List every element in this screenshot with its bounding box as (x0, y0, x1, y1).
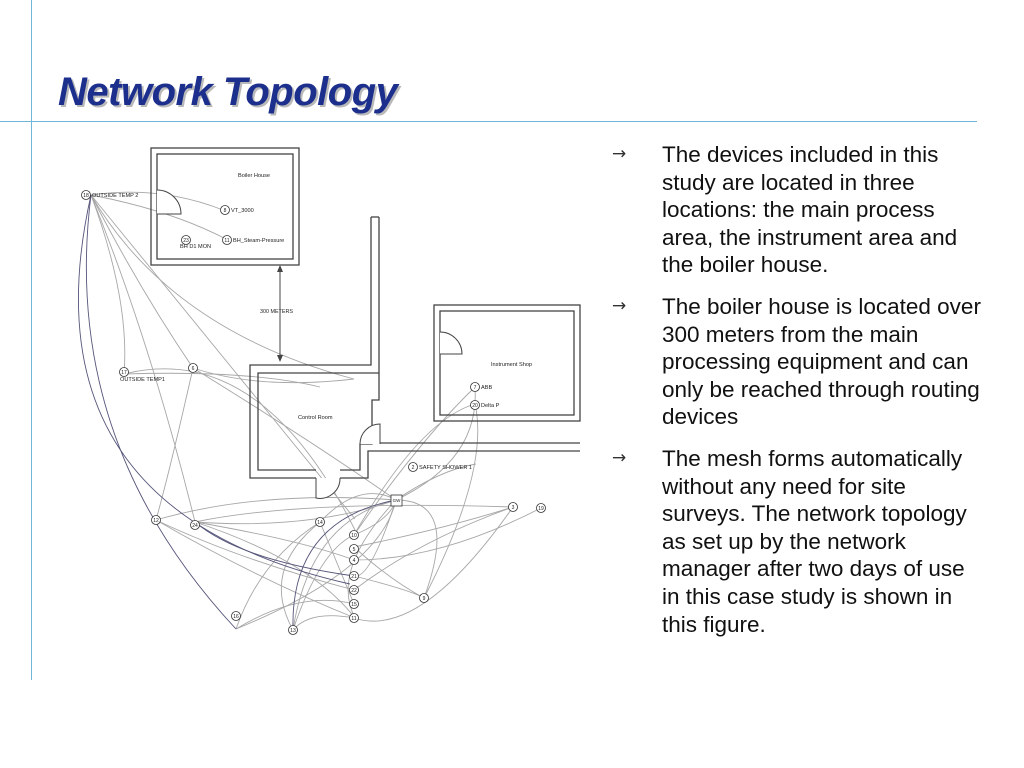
svg-text:6: 6 (192, 366, 195, 372)
boiler-house-door (156, 189, 182, 215)
node-18: 18 OUTSIDE TEMP 2 (81, 190, 138, 200)
svg-text:24: 24 (192, 523, 198, 529)
node-21: 21 (349, 571, 359, 581)
svg-text:11: 11 (351, 616, 356, 622)
node-13: 13 (288, 625, 298, 635)
svg-text:10: 10 (351, 533, 357, 539)
horizontal-rule (0, 121, 977, 122)
svg-text:VT_3000: VT_3000 (231, 208, 254, 214)
svg-text:SAFETY SHOWER 1: SAFETY SHOWER 1 (419, 465, 472, 471)
node-4: 4 (349, 555, 359, 565)
svg-text:20: 20 (472, 403, 478, 409)
bullet-item: → The devices included in this study are… (612, 141, 987, 279)
node-23: 23 BH D1 MON (180, 235, 211, 250)
bullet-text: The mesh forms automatically without any… (662, 445, 967, 637)
node-5: 5 (349, 544, 359, 554)
svg-text:17: 17 (121, 370, 127, 376)
svg-text:21: 21 (351, 574, 357, 580)
bullet-item: → The boiler house is located over 300 m… (612, 293, 987, 431)
svg-text:ABB: ABB (481, 385, 492, 391)
svg-text:7: 7 (474, 385, 477, 391)
svg-text:23: 23 (183, 238, 189, 244)
gateway-node: GW (390, 494, 403, 507)
vertical-rule (31, 0, 32, 680)
instrument-shop-label: Instrument Shop (491, 362, 532, 368)
svg-text:3: 3 (512, 505, 515, 511)
node-22: 22 (349, 585, 359, 595)
node-20: 20 Delta P (470, 400, 500, 410)
svg-text:12: 12 (153, 518, 159, 524)
svg-text:15: 15 (351, 602, 357, 608)
node-17: 17 OUTSIDE TEMP1 (119, 367, 165, 383)
bullet-list: → The devices included in this study are… (612, 141, 987, 652)
svg-text:OUTSIDE TEMP 2: OUTSIDE TEMP 2 (92, 193, 138, 199)
control-room-label: Control Room (298, 415, 333, 421)
node-15: 15 (349, 599, 359, 609)
bullet-text: The devices included in this study are l… (662, 142, 958, 278)
svg-text:18: 18 (83, 193, 89, 199)
svg-text:2: 2 (412, 465, 415, 471)
node-7: 7 ABB (470, 382, 492, 392)
node-19: 19 (536, 503, 546, 513)
slide-title: Network Topology (58, 70, 398, 114)
svg-text:GW: GW (393, 498, 402, 503)
svg-text:9: 9 (423, 596, 426, 602)
bullet-text: The boiler house is located over 300 met… (662, 293, 981, 430)
node-8: 8 VT_3000 (220, 205, 254, 215)
svg-text:19: 19 (538, 506, 544, 512)
node-11: 11 BH_Steam-Pressure (222, 235, 284, 245)
node-12: 12 (151, 515, 161, 525)
distance-label: 300 METERS (260, 309, 293, 315)
node-9: 9 (419, 593, 429, 603)
svg-text:14: 14 (317, 520, 323, 526)
node-16: 16 (231, 611, 241, 621)
svg-text:BH_Steam-Pressure: BH_Steam-Pressure (233, 238, 284, 244)
node-10: 10 (349, 530, 359, 540)
node-6: 6 (188, 363, 198, 373)
svg-text:4: 4 (353, 558, 356, 564)
svg-text:5: 5 (353, 547, 356, 553)
long-range-links (78, 194, 397, 631)
right-arrow-icon: → (612, 447, 627, 468)
node-3: 3 (508, 502, 518, 512)
mesh-links (90, 191, 542, 631)
node-2: 2 SAFETY SHOWER 1 (408, 462, 472, 472)
svg-text:16: 16 (233, 614, 239, 620)
node-14: 14 (315, 517, 325, 527)
right-arrow-icon: → (612, 295, 627, 316)
right-arrow-icon: → (612, 144, 627, 164)
node-11b: 11 (349, 613, 359, 623)
svg-text:BH D1 MON: BH D1 MON (180, 244, 211, 250)
boiler-house-label: Boiler House (238, 173, 270, 179)
svg-text:13: 13 (290, 628, 296, 634)
svg-text:Delta P: Delta P (481, 403, 500, 409)
node-24: 24 (190, 520, 200, 530)
svg-text:11: 11 (224, 238, 229, 244)
svg-text:OUTSIDE TEMP1: OUTSIDE TEMP1 (120, 377, 165, 383)
svg-text:8: 8 (224, 208, 227, 214)
bullet-item: → The mesh forms automatically without a… (612, 445, 987, 638)
svg-text:22: 22 (351, 588, 357, 594)
instrument-shop (433, 304, 581, 422)
network-topology-figure: Boiler House 300 METERS Control Room Ins… (60, 140, 600, 640)
